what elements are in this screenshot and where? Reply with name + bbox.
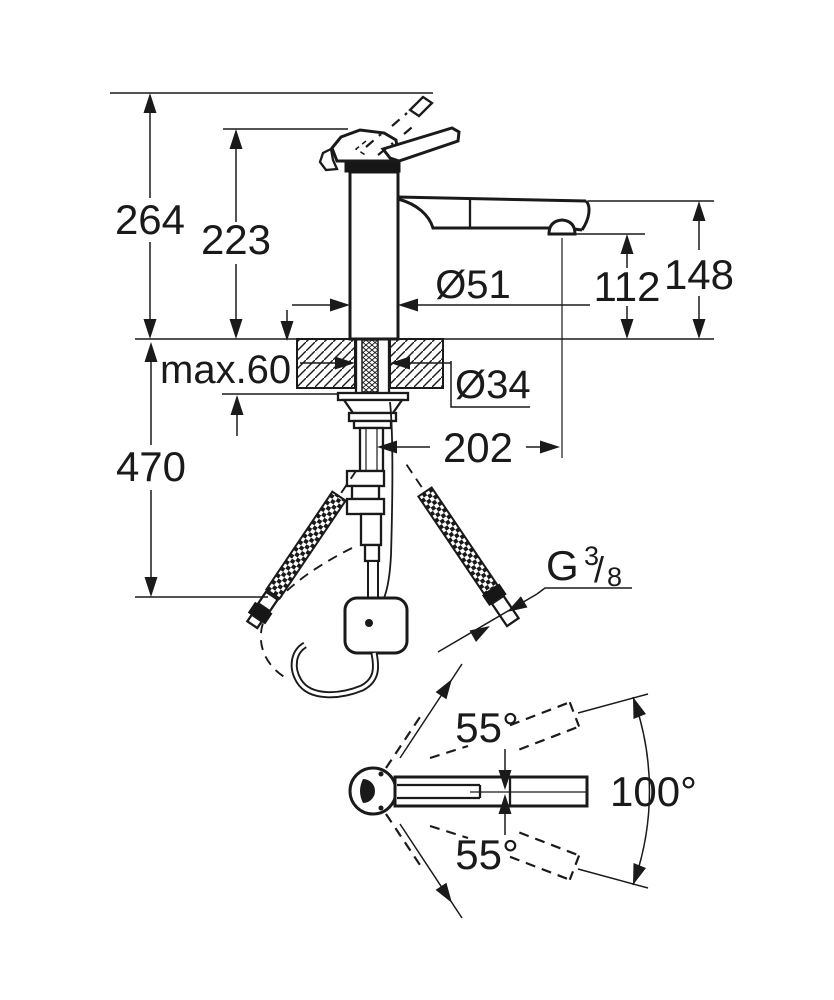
thread-numerator: 3 <box>584 541 599 571</box>
mounting-shank <box>354 339 391 393</box>
dim-body-diameter: Ø51 <box>292 263 590 312</box>
dim-label-55-lower: 55° <box>455 831 519 878</box>
dim-hole-diameter: Ø34 <box>300 356 531 408</box>
dim-label-148: 148 <box>664 251 734 298</box>
spout-position-lower-dashed <box>509 831 581 881</box>
dim-counter-thickness: max.60 <box>160 310 338 436</box>
handle-side-facet <box>318 147 339 172</box>
thread-slash: / <box>594 549 604 590</box>
faucet-handle <box>318 95 461 173</box>
mounting-nut <box>347 411 398 423</box>
weight-screw <box>365 619 373 627</box>
faucet-top-view: 55° 55° 100° <box>348 663 697 919</box>
dim-spout-reach: 202 <box>377 238 563 471</box>
dim-swivel-upper: 55° <box>399 663 519 790</box>
dim-outlet-height: 112 <box>560 233 661 339</box>
label-frame <box>450 361 530 408</box>
spout-end-cap <box>580 199 591 231</box>
pullout-hose-line <box>383 401 394 599</box>
handle-facet-dashes <box>354 140 368 157</box>
handle-lever-raised-dashed <box>365 95 434 156</box>
thread-denominator: 8 <box>607 562 622 592</box>
dim-label-d51: Ø51 <box>435 263 511 307</box>
dim-label-max60: max.60 <box>160 348 291 392</box>
hose-loop <box>292 643 378 697</box>
under-counter-assembly <box>259 391 410 699</box>
thread-letter: G <box>546 542 579 589</box>
spout-position-upper-dashed <box>509 701 581 751</box>
tailpiece <box>358 426 385 473</box>
raised-lever-tip <box>408 95 434 118</box>
faucet-body-column <box>348 170 400 341</box>
hose-weight <box>343 596 409 655</box>
handle-lever <box>380 126 461 163</box>
aerator-outlet <box>547 218 577 236</box>
supply-hose-right <box>404 461 521 628</box>
dim-label-202: 202 <box>443 424 513 471</box>
dim-spout-top-height: 148 <box>588 200 734 339</box>
hose-slack-dashed <box>259 547 353 679</box>
dim-label-100: 100° <box>610 768 697 815</box>
handle-base <box>344 160 401 173</box>
dim-below-counter-length: 470 <box>116 342 268 598</box>
dim-overall-height: 264 <box>110 92 433 339</box>
dim-label-d34: Ø34 <box>455 363 531 407</box>
side-view-dimensions: 264 223 Ø51 112 <box>110 92 734 653</box>
handle-top-view <box>360 779 375 803</box>
pullout-spout <box>396 195 591 236</box>
dim-thread-callout: G 3 / 8 <box>437 541 632 653</box>
dim-handle-height: 223 <box>201 128 348 339</box>
hose-coupling <box>345 469 386 488</box>
dim-label-112: 112 <box>594 263 661 310</box>
faucet-side-view <box>135 95 714 699</box>
dim-swivel-total: 100° <box>577 693 697 889</box>
dim-label-470: 470 <box>116 443 186 490</box>
dim-label-264: 264 <box>115 196 185 243</box>
mounting-cone <box>341 398 405 415</box>
dim-label-55-upper: 55° <box>455 704 519 751</box>
dim-label-223: 223 <box>201 216 271 263</box>
dim-swivel-lower: 55° <box>399 794 519 919</box>
